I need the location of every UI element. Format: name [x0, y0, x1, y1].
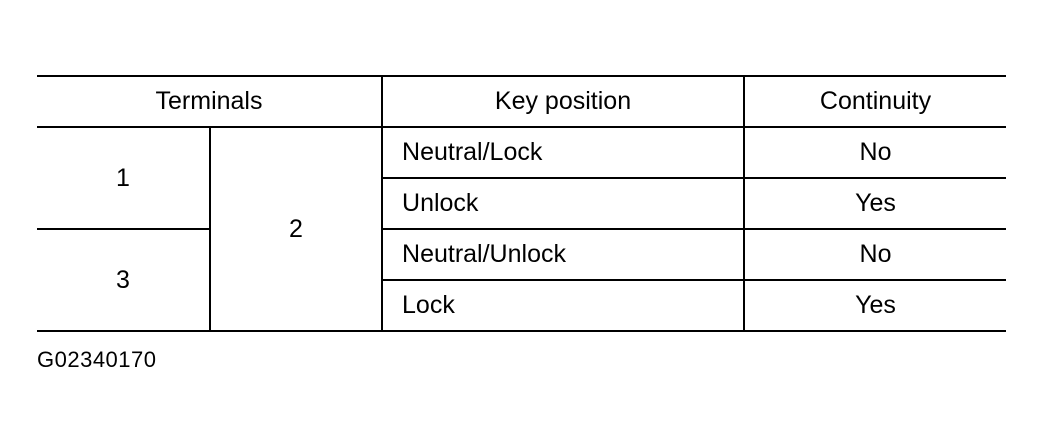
header-continuity: Continuity	[743, 75, 1007, 128]
continuity-table: Terminals Key position Continuity 1 2 Ne…	[37, 75, 1007, 332]
continuity-cell: No	[743, 228, 1007, 281]
terminal-3-cell: 3	[37, 228, 210, 332]
table-row: Unlock Yes	[37, 177, 1007, 230]
table-row: 1 2 Neutral/Lock No	[37, 126, 1007, 332]
continuity-cell: Yes	[743, 279, 1007, 332]
continuity-cell: No	[743, 126, 1007, 179]
key-position-cell: Unlock	[381, 177, 745, 230]
figure-code: G02340170	[37, 347, 157, 372]
key-position-cell: Lock	[381, 279, 745, 332]
terminal-1-cell: 1	[37, 126, 210, 230]
continuity-cell: Yes	[743, 177, 1007, 230]
header-key-position: Key position	[381, 75, 745, 128]
table-row: 3 Neutral/Unlock No	[37, 228, 1007, 332]
key-position-cell: Neutral/Unlock	[381, 228, 745, 281]
table-row: Lock Yes	[37, 279, 1007, 332]
header-terminals: Terminals	[37, 75, 383, 128]
terminal-2-cell: 2	[208, 126, 383, 332]
table-header-row: Terminals Key position Continuity	[37, 75, 1007, 128]
key-position-cell: Neutral/Lock	[381, 126, 745, 179]
